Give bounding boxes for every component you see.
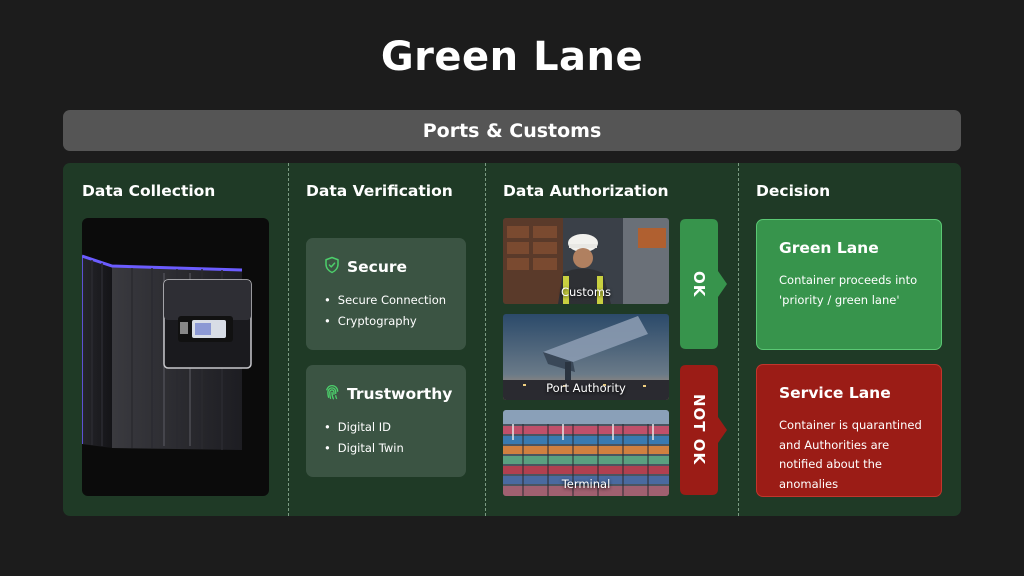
ok-label: OK — [690, 270, 708, 298]
trustworthy-title: Trustworthy — [347, 385, 453, 403]
column-divider — [485, 163, 486, 516]
column-divider — [288, 163, 289, 516]
service-lane-card: Service Lane Container is quarantined an… — [756, 364, 942, 497]
photo-label-customs: Customs — [560, 285, 612, 299]
column-divider — [738, 163, 739, 516]
heading-data-authorization: Data Authorization — [503, 182, 669, 200]
shield-check-icon — [323, 256, 341, 278]
list-item: Cryptography — [324, 311, 446, 332]
secure-title: Secure — [347, 258, 408, 276]
ok-arrow: OK — [680, 219, 728, 349]
heading-data-verification: Data Verification — [306, 182, 453, 200]
smart-container-image — [82, 218, 269, 496]
service-lane-title: Service Lane — [779, 384, 891, 402]
green-lane-card: Green Lane Container proceeds into 'prio… — [756, 219, 942, 350]
port-authority-photo: Port Authority — [503, 314, 669, 400]
fingerprint-icon — [323, 383, 341, 405]
secure-list: Secure Connection Cryptography — [324, 290, 446, 332]
photo-label-port-authority: Port Authority — [546, 381, 626, 395]
not-ok-arrow: NOT OK — [680, 365, 728, 495]
heading-data-collection: Data Collection — [82, 182, 216, 200]
trustworthy-list: Digital ID Digital Twin — [324, 417, 404, 459]
trustworthy-card: Trustworthy Digital ID Digital Twin — [306, 365, 466, 477]
secure-card: Secure Secure Connection Cryptography — [306, 238, 466, 350]
page-title: Green Lane — [380, 34, 644, 80]
green-lane-title: Green Lane — [779, 239, 879, 257]
list-item: Digital ID — [324, 417, 404, 438]
customs-photo: Customs — [503, 218, 669, 304]
green-lane-text: Container proceeds into 'priority / gree… — [779, 273, 918, 307]
list-item: Digital Twin — [324, 438, 404, 459]
terminal-photo: Terminal — [503, 410, 669, 496]
ports-customs-banner: Ports & Customs — [63, 110, 961, 151]
photo-label-terminal: Terminal — [561, 477, 611, 491]
list-item: Secure Connection — [324, 290, 446, 311]
service-lane-text: Container is quarantined and Authorities… — [779, 418, 922, 491]
heading-decision: Decision — [756, 182, 831, 200]
not-ok-label: NOT OK — [690, 394, 708, 466]
